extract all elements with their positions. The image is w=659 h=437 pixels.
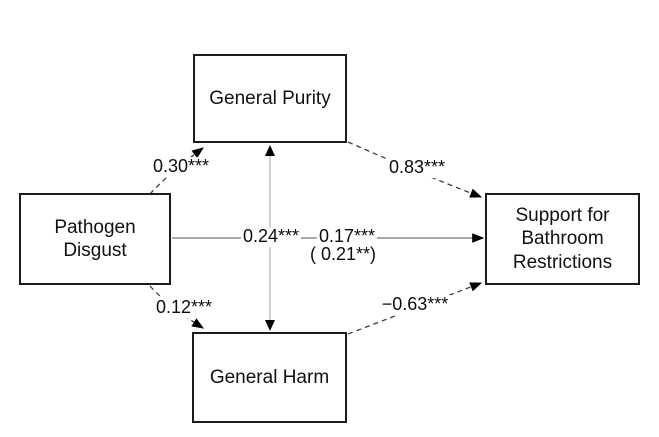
coefficient-harm-to-support: −0.63*** — [379, 294, 451, 315]
covariance-arrowhead-bottom-icon — [265, 320, 275, 331]
covariance-arrowhead-top-icon — [265, 145, 275, 156]
node-general-harm: General Harm — [192, 332, 347, 423]
coefficient-disgust-to-harm: 0.12*** — [153, 297, 215, 318]
coefficient-disgust-to-support-direct: 0.17*** — [316, 226, 378, 247]
node-general-purity-label: General Purity — [209, 87, 331, 109]
node-pathogen-disgust-label-line1: Pathogen — [54, 216, 136, 238]
node-general-purity: General Purity — [193, 54, 347, 143]
node-pathogen-disgust-label-line2: Disgust — [63, 240, 127, 261]
coefficient-disgust-to-support-parenthetical: ( 0.21**) — [307, 244, 379, 265]
node-general-harm-label: General Harm — [209, 366, 330, 388]
node-pathogen-disgust: Pathogen Disgust — [19, 193, 171, 285]
coefficient-disgust-to-support-total: 0.24*** — [240, 226, 302, 247]
coefficient-disgust-to-purity: 0.30*** — [150, 156, 212, 177]
node-support-label-line3: Restrictions — [512, 251, 613, 273]
node-support-label-line2: Bathroom — [521, 228, 604, 250]
node-support-label-line1: Support for — [515, 205, 610, 227]
coefficient-purity-to-support: 0.83*** — [386, 157, 448, 178]
node-support-bathroom-restrictions: Support for Bathroom Restrictions — [485, 193, 640, 285]
